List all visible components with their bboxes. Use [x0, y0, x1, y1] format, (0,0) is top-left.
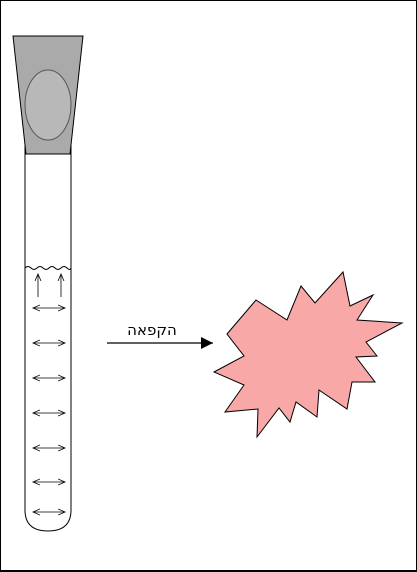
burst-shape [212, 270, 404, 439]
freezing-label: הקפאה [127, 321, 177, 339]
vertical-expansion-arrows [38, 274, 61, 297]
test-tube [24, 110, 72, 532]
liquid-surface [24, 266, 72, 270]
stopper-inner-circle [24, 69, 72, 141]
horizontal-expansion-arrows [33, 308, 65, 512]
